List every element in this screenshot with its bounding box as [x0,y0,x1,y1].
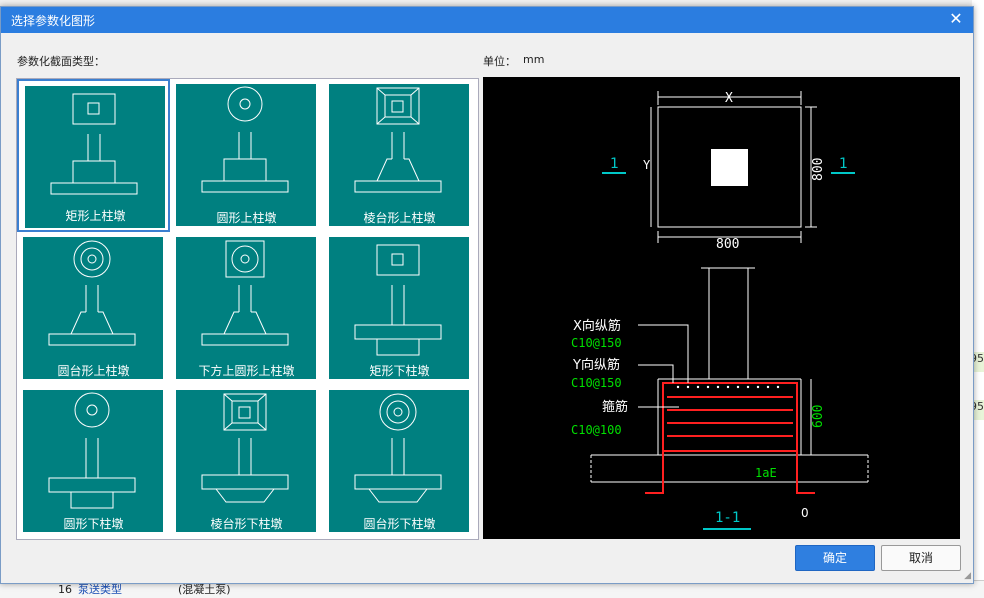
property-row-number: 16 [58,583,72,596]
plan-column [711,149,748,186]
shape-thumbnail [201,86,289,193]
stirrup-value: C10@100 [571,423,622,437]
shape-tile [329,390,469,532]
shape-option[interactable]: 矩形下柱墩 [323,232,476,385]
select-parametric-shape-dialog: 选择参数化图形 ✕ 参数化截面类型： 单位： mm 矩形上柱墩 圆形上柱墩 棱台形上… [0,6,974,584]
shape-option-label: 下方上圆形上柱墩 [198,364,295,378]
shape-option[interactable]: 圆台形下柱墩 [323,385,476,538]
dialog-titlebar: 选择参数化图形 ✕ [1,7,973,33]
shape-option-label: 圆形下柱墩 [63,517,124,531]
shape-thumbnail [201,393,289,503]
property-value[interactable]: (混凝土泵) [178,583,231,596]
shape-thumbnail [201,240,289,346]
zero-label: 0 [801,506,809,520]
shape-option[interactable]: 棱台形下柱墩 [170,385,323,538]
confirm-button[interactable]: 确定 [795,545,875,571]
lae-label: 1aE [755,466,777,480]
shape-option-label: 圆台形上柱墩 [57,364,130,378]
shape-tile [329,84,469,226]
unit-value: mm [523,53,545,66]
shape-thumbnail [354,87,442,193]
property-name[interactable]: 泵送类型 [78,583,122,596]
close-icon[interactable]: ✕ [949,9,963,28]
unit-label: 单位： [483,55,516,68]
shape-option-label: 矩形下柱墩 [369,364,430,378]
shape-option[interactable]: 圆台形上柱墩 [17,232,170,385]
shape-tile [23,237,163,379]
shape-tile [25,86,165,228]
shape-option-label: 棱台形下柱墩 [210,517,283,531]
x-rebar-label: X向纵筋 [573,318,621,334]
preview-panel: X Y 800 800 1 1 [483,77,960,539]
section-mark-left: 1 [610,156,619,172]
shape-option-label: 矩形上柱墩 [65,209,126,223]
dim-x: X [725,91,733,106]
section-title: 1-1 [715,510,740,526]
resize-grip-icon[interactable]: ◢ [964,571,971,581]
y-rebar-label: Y向纵筋 [572,357,620,373]
y-rebar-value: C10@150 [571,376,622,390]
shape-tile [176,237,316,379]
dim-800-h: 800 [716,237,739,252]
shape-thumbnail [48,240,136,346]
dim-600: 600 [811,405,826,428]
shape-option[interactable]: 圆形上柱墩 [170,79,323,232]
shape-thumbnail [50,93,138,195]
shape-tile [176,84,316,226]
preview-drawing: X Y 800 800 1 1 [571,91,869,530]
shape-option-label: 棱台形上柱墩 [363,211,436,225]
shape-thumbnail [354,244,442,356]
shape-option[interactable]: 矩形上柱墩 [17,79,170,232]
shape-option[interactable]: 下方上圆形上柱墩 [170,232,323,385]
x-rebar-value: C10@150 [571,336,622,350]
background-panel [972,0,984,597]
dim-y: Y [643,158,651,172]
rebar-cage [662,382,798,452]
stirrup-label: 箍筋 [602,399,628,415]
plan-outline [657,106,802,228]
section-type-label: 参数化截面类型： [17,55,105,68]
shape-grid: 矩形上柱墩 圆形上柱墩 棱台形上柱墩圆台形上柱墩 下方上圆形上柱墩 矩形下柱墩圆形下柱墩… [16,78,479,540]
shape-tile [176,390,316,532]
shape-option-label: 圆形上柱墩 [216,211,277,225]
shape-option[interactable]: 圆形下柱墩 [17,385,170,538]
section-mark-right: 1 [839,156,848,172]
dim-800-v: 800 [811,158,826,181]
cancel-button[interactable]: 取消 [881,545,961,571]
shape-thumbnail [354,393,442,503]
shape-option[interactable]: 棱台形上柱墩 [323,79,476,232]
shape-thumbnail [48,392,136,509]
shape-option-label: 圆台形下柱墩 [363,517,436,531]
dialog-title: 选择参数化图形 [11,14,96,28]
